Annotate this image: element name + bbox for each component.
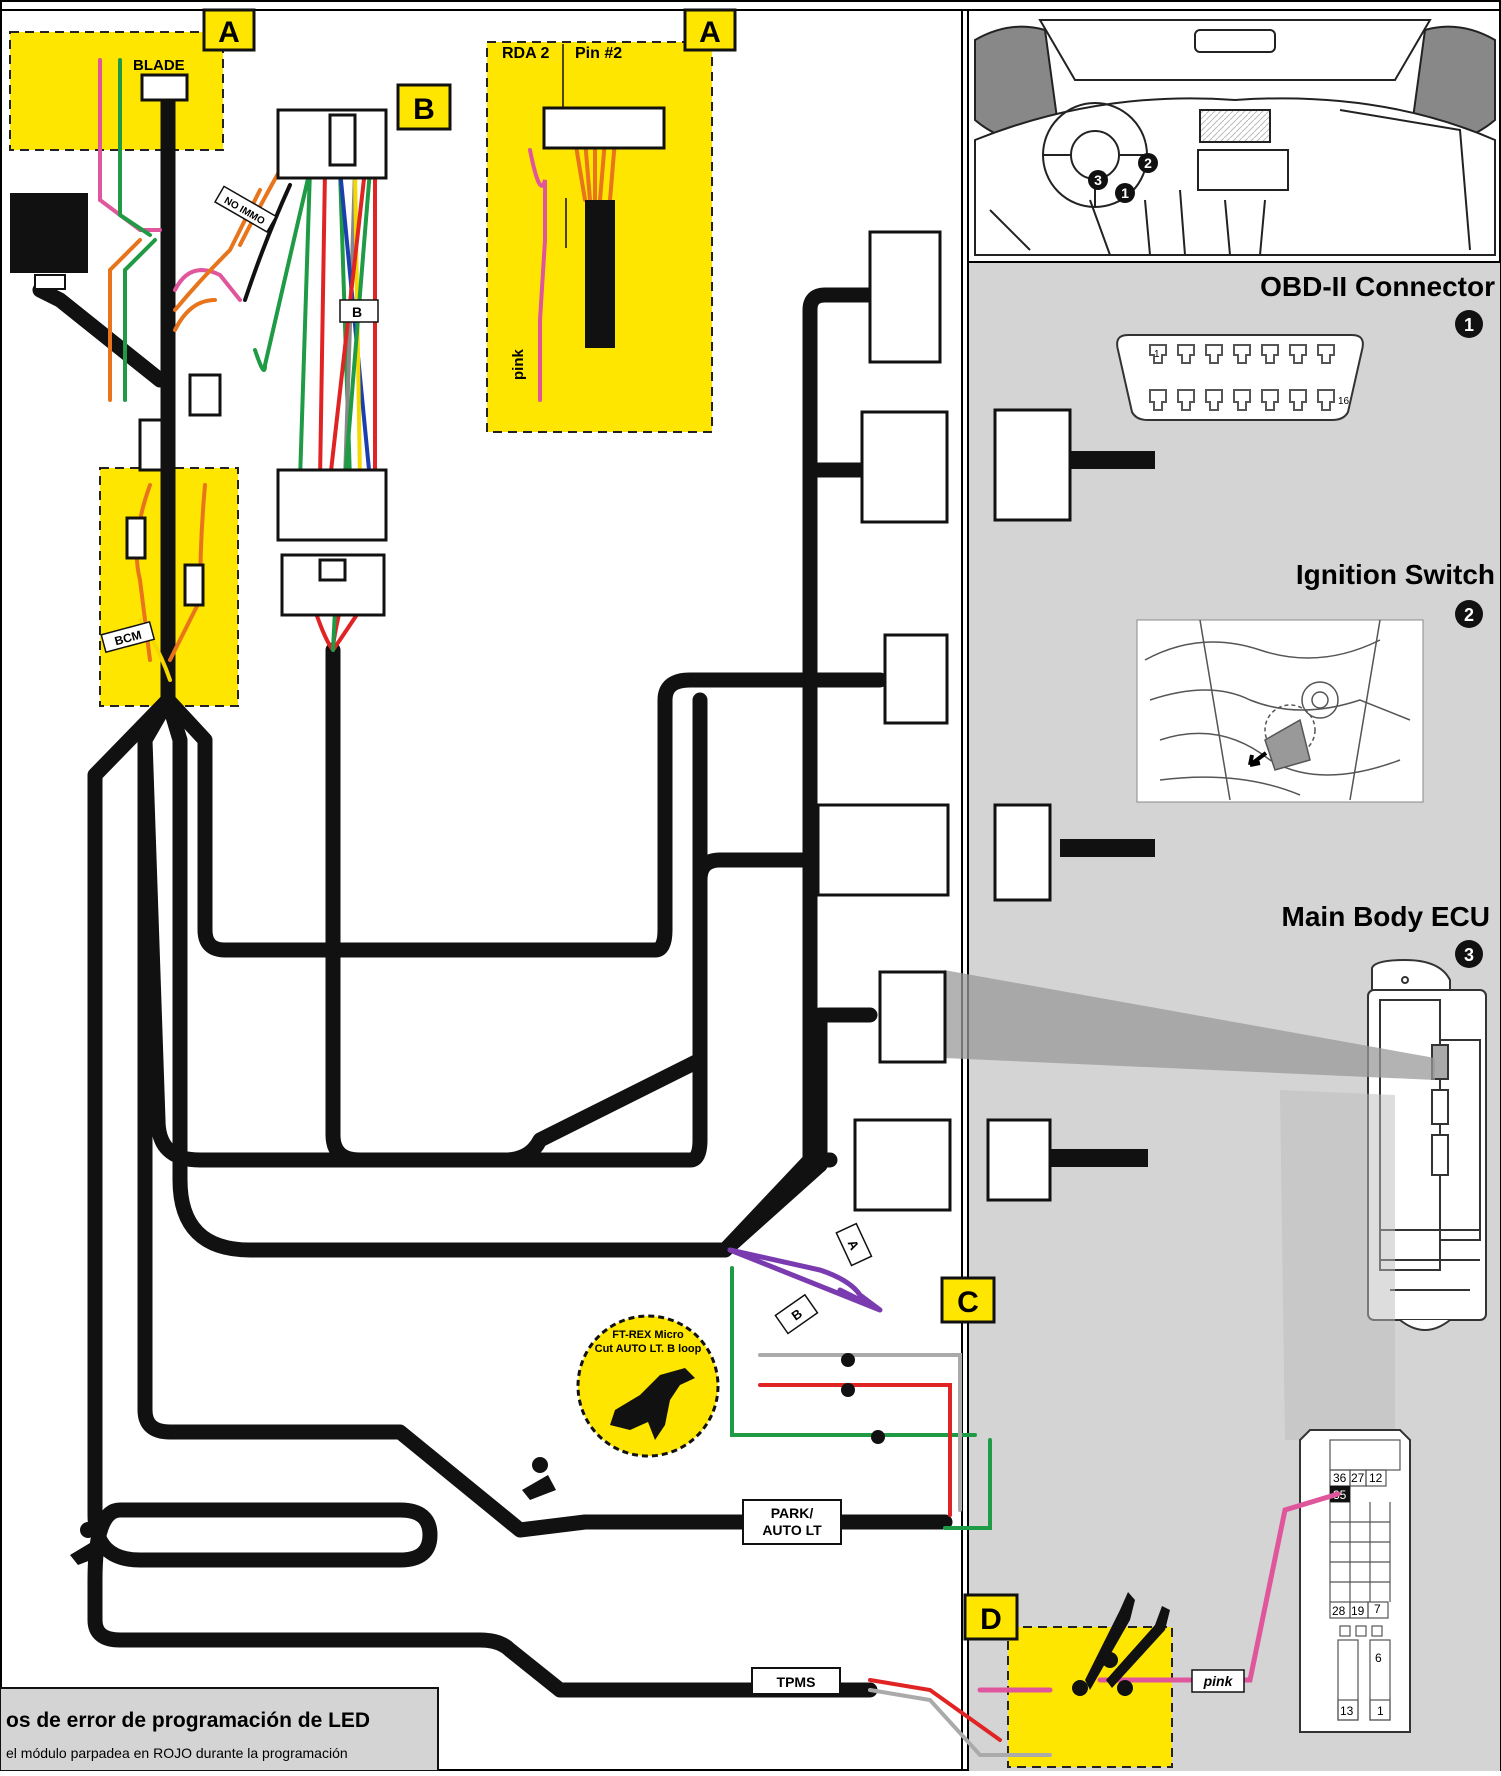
b-tag-2: B [774, 1293, 819, 1335]
svg-text:B: B [413, 93, 435, 126]
ecu-number: 3 [1464, 945, 1474, 965]
ecu-pin-connector: 36 27 12 35 28 19 7 6 13 1 [1299, 1429, 1411, 1733]
svg-text:A: A [218, 16, 240, 49]
ecu-pin-36: 36 [1333, 1471, 1347, 1485]
wire-cutter-icon [1085, 1592, 1170, 1690]
callout-c: C [940, 1276, 996, 1324]
dash-marker-1 [1115, 183, 1135, 203]
svg-text:D: D [980, 1603, 1002, 1636]
ecu-pin-1: 1 [1377, 1704, 1384, 1718]
bypass-module [10, 193, 88, 273]
dash-number-2: 2 [1144, 155, 1152, 171]
callout-d: D [963, 1593, 1019, 1641]
ignition-photo [1136, 619, 1424, 803]
dashboard-illustration [974, 19, 1496, 256]
dash-number-1: 1 [1121, 185, 1129, 201]
ignition-title: Ignition Switch [1296, 559, 1495, 590]
pin-label: Pin #2 [575, 45, 622, 62]
ftrex-line2: Cut AUTO LT. B loop [595, 1343, 702, 1355]
svg-text:TPMS: TPMS [777, 1674, 816, 1690]
right-stubs [1050, 451, 1155, 1167]
connectors [125, 73, 1072, 1212]
ecu-zoom-upper [944, 970, 1435, 1080]
callout-b: B [396, 83, 452, 131]
svg-text:pink: pink [1203, 1673, 1234, 1689]
dash-number-3: 3 [1094, 172, 1102, 188]
harness-trunks [32, 92, 953, 1698]
svg-text:C: C [957, 1286, 979, 1319]
svg-text:A: A [699, 16, 721, 49]
obd-pin-16: 16 [1338, 396, 1350, 407]
ecu-pin-13: 13 [1340, 1704, 1354, 1718]
pink-inline-tag: pink [1191, 1669, 1245, 1693]
figure-icon-1 [522, 1457, 556, 1500]
ecu-zoom-lower [1280, 1090, 1395, 1440]
pink-vertical-label: pink [510, 349, 527, 380]
zone-a-blade [9, 31, 224, 151]
b-tag: B [339, 299, 379, 323]
ecu-pin-19: 19 [1351, 1604, 1365, 1618]
ignition-number: 2 [1464, 605, 1474, 625]
a-tag: A [835, 1222, 873, 1267]
obd-number: 1 [1464, 315, 1474, 335]
obd-pin-1: 1 [1154, 349, 1160, 360]
dash-marker-2 [1138, 153, 1158, 173]
park-tag: PARK/ AUTO LT [742, 1499, 842, 1545]
ecu-pin-28: 28 [1332, 1604, 1346, 1618]
ecu-title: Main Body ECU [1282, 901, 1490, 932]
tpms-tag: TPMS [751, 1667, 841, 1695]
figure-icon-2 [70, 1522, 104, 1565]
obd-title: OBD-II Connector [1260, 271, 1495, 302]
svg-text:B: B [352, 304, 362, 320]
dino-icon [610, 1368, 695, 1440]
ecu-pin-6: 6 [1375, 1651, 1382, 1665]
ecu-pin-7: 7 [1374, 1602, 1381, 1616]
led-error-box: os de error de programación de LED el mó… [0, 1687, 439, 1772]
led-error-title: os de error de programación de LED [6, 1709, 370, 1732]
svg-text:AUTO LT: AUTO LT [762, 1522, 822, 1538]
svg-text:BCM: BCM [113, 628, 143, 649]
ecu-pin-12: 12 [1369, 1471, 1383, 1485]
rda-label: RDA 2 [502, 45, 550, 62]
led-error-text: el módulo parpadea en ROJO durante la pr… [6, 1745, 348, 1761]
obd-connector-face: 1 16 [1116, 334, 1364, 421]
callout-a1: A [202, 8, 256, 52]
ftrex-line1: FT-REX Micro [612, 1329, 684, 1341]
callout-a2: A [683, 8, 737, 52]
dash-marker-3 [1088, 170, 1108, 190]
bcm-tag: BCM [100, 620, 156, 654]
ecu-pin-27: 27 [1351, 1471, 1365, 1485]
rda-harness-bundle [585, 200, 615, 348]
svg-text:PARK/: PARK/ [771, 1505, 814, 1521]
blade-label: BLADE [133, 57, 185, 74]
junction-dots [841, 1353, 1133, 1696]
